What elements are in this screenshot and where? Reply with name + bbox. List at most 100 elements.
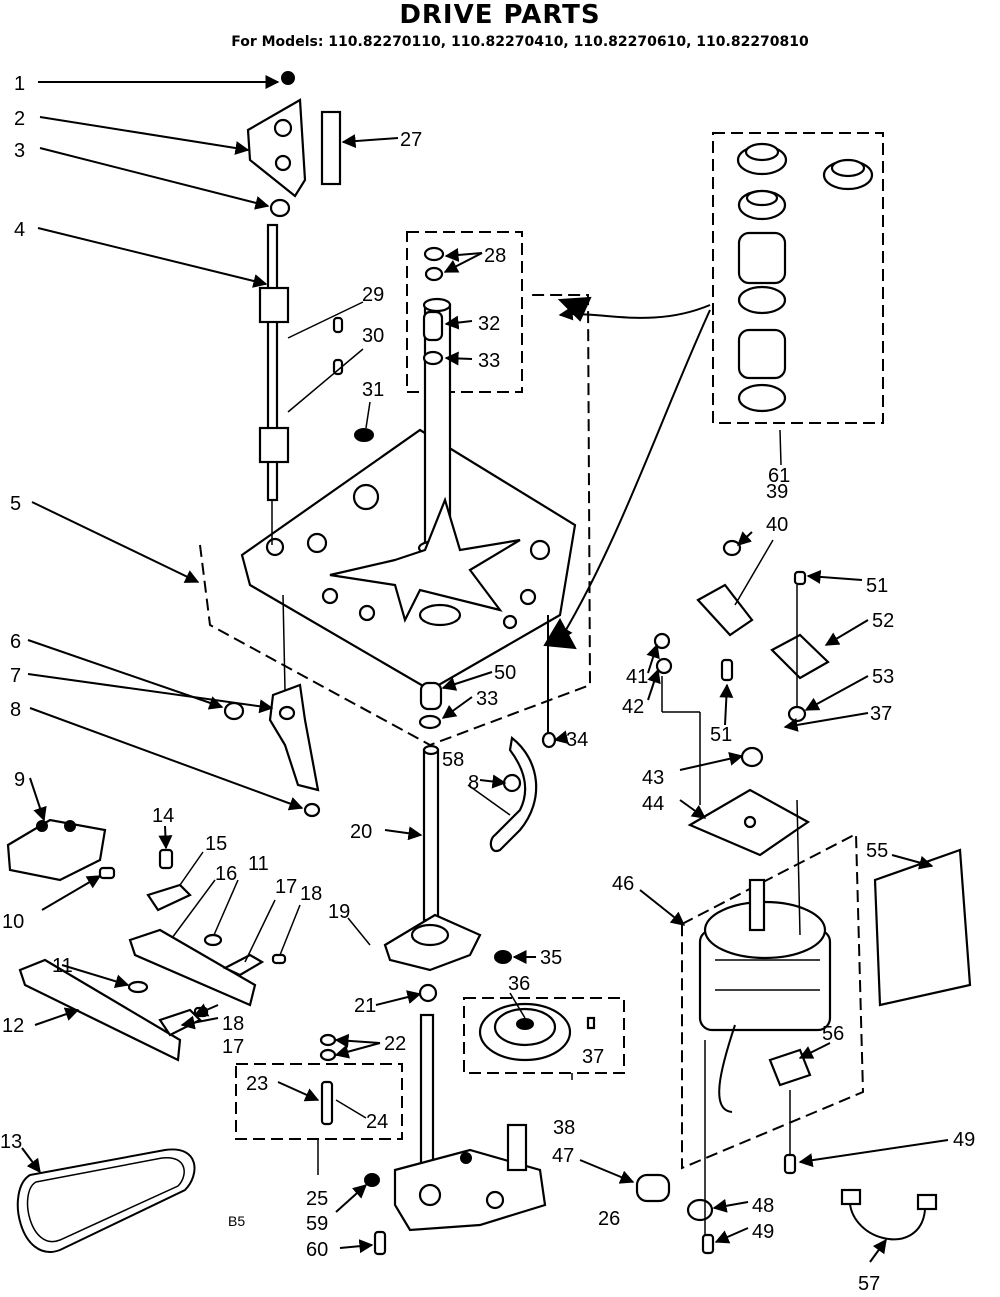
diagram-title: DRIVE PARTS bbox=[399, 0, 601, 30]
motor-mount-hardware bbox=[653, 539, 830, 857]
callout-18b: 18 bbox=[222, 1013, 244, 1035]
model-list: For Models: 110.82270110, 110.82270410, … bbox=[231, 34, 809, 50]
callout-50: 50 bbox=[494, 662, 516, 684]
callout-33: 33 bbox=[478, 350, 500, 372]
agitator-shaft bbox=[383, 744, 482, 1167]
callout-5: 5 bbox=[10, 493, 21, 515]
wire-harness-57 bbox=[848, 1194, 926, 1241]
callout-21: 21 bbox=[354, 995, 376, 1017]
callout-39: 39 bbox=[766, 481, 788, 503]
callout-58: 58 bbox=[442, 749, 464, 771]
callout-47: 47 bbox=[552, 1145, 574, 1167]
drive-belt bbox=[16, 1148, 196, 1253]
lid-switch-bracket bbox=[6, 818, 116, 882]
callout-49b: 49 bbox=[752, 1221, 774, 1243]
drive-pulley bbox=[478, 1002, 596, 1062]
callout-42: 42 bbox=[622, 696, 644, 718]
callout-6: 6 bbox=[10, 631, 21, 653]
drain-hose-58 bbox=[489, 735, 538, 853]
callout-40: 40 bbox=[766, 514, 788, 536]
callout-57: 57 bbox=[858, 1273, 880, 1295]
callout-61: 61 bbox=[768, 465, 790, 487]
callout-26: 26 bbox=[598, 1208, 620, 1230]
leader-lines bbox=[21, 75, 949, 1263]
kit-pointer-lower bbox=[559, 309, 711, 642]
spring-27 bbox=[320, 110, 342, 186]
callout-41: 41 bbox=[626, 666, 648, 688]
callout-12: 12 bbox=[2, 1015, 24, 1037]
callout-11: 11 bbox=[248, 853, 269, 875]
transmission-housing bbox=[393, 1123, 547, 1232]
base-assembly-box bbox=[199, 294, 592, 747]
callout-51: 51 bbox=[866, 575, 888, 597]
callout-17: 17 bbox=[275, 876, 297, 898]
base-plate bbox=[240, 297, 577, 692]
bearing-kit bbox=[736, 142, 874, 413]
callout-43: 43 bbox=[642, 767, 664, 789]
callout-25: 25 bbox=[306, 1188, 328, 1210]
screws-29-30-31 bbox=[332, 316, 374, 442]
callout-48: 48 bbox=[752, 1195, 774, 1217]
drive-motor bbox=[698, 878, 832, 1113]
callout-37: 37 bbox=[582, 1046, 604, 1068]
callout-46: 46 bbox=[612, 873, 634, 895]
shift-rod bbox=[258, 223, 290, 502]
brake-arm bbox=[223, 683, 321, 818]
callout-38: 38 bbox=[553, 1117, 575, 1139]
callout-59: 59 bbox=[306, 1213, 328, 1235]
callout-17b: 17 bbox=[222, 1036, 244, 1058]
callout-36: 36 bbox=[508, 973, 530, 995]
callout-53: 53 bbox=[872, 666, 894, 688]
callout-labels: 1 2 3 4 5 6 7 8 8 9 10 11 11 12 13 14 15… bbox=[0, 73, 975, 1295]
callout-44: 44 bbox=[642, 793, 664, 815]
callout-27: 27 bbox=[400, 129, 422, 151]
callout-55: 55 bbox=[866, 840, 888, 862]
callout-28: 28 bbox=[484, 245, 506, 267]
callout-35: 35 bbox=[540, 947, 562, 969]
callout-51b: 51 bbox=[710, 724, 732, 746]
callout-31: 31 bbox=[362, 379, 384, 401]
shift-bracket bbox=[246, 71, 307, 218]
callout-33b: 33 bbox=[476, 688, 498, 710]
callout-2: 2 bbox=[14, 108, 25, 130]
callout-9: 9 bbox=[14, 769, 25, 791]
nut-washer-stack bbox=[418, 246, 445, 730]
pin-kit-box bbox=[235, 1063, 403, 1140]
pin-parts bbox=[319, 1033, 337, 1126]
pulley-kit-box bbox=[463, 997, 625, 1074]
callout-4: 4 bbox=[14, 219, 25, 241]
callout-23: 23 bbox=[246, 1073, 268, 1095]
callout-29: 29 bbox=[362, 284, 384, 306]
callout-18: 18 bbox=[300, 883, 322, 905]
callout-56: 56 bbox=[822, 1023, 844, 1045]
callout-14: 14 bbox=[152, 805, 174, 827]
callout-20: 20 bbox=[350, 821, 372, 843]
callout-7: 7 bbox=[10, 665, 21, 687]
clip-35 bbox=[494, 950, 512, 964]
callout-22: 22 bbox=[384, 1033, 406, 1055]
callout-10: 10 bbox=[2, 911, 24, 933]
callout-1: 1 bbox=[14, 73, 25, 95]
motor-shield-55 bbox=[873, 848, 972, 1007]
callout-19: 19 bbox=[328, 901, 350, 923]
callout-8: 8 bbox=[10, 699, 21, 721]
bearing-kit-box bbox=[712, 132, 884, 424]
callout-8b: 8 bbox=[468, 772, 479, 794]
callout-16: 16 bbox=[215, 863, 237, 885]
callout-60: 60 bbox=[306, 1239, 328, 1261]
diagram-code: B5 bbox=[228, 1213, 245, 1229]
brake-bracket-16 bbox=[128, 848, 287, 1007]
callout-13: 13 bbox=[0, 1131, 22, 1153]
callout-32: 32 bbox=[478, 313, 500, 335]
callout-34: 34 bbox=[566, 729, 588, 751]
callout-30: 30 bbox=[362, 325, 384, 347]
callout-37b: 37 bbox=[870, 703, 892, 725]
callout-52: 52 bbox=[872, 610, 894, 632]
motor-bottom-hardware bbox=[364, 1153, 797, 1256]
callout-24: 24 bbox=[366, 1111, 388, 1133]
callout-3: 3 bbox=[14, 140, 25, 162]
callout-15: 15 bbox=[205, 833, 227, 855]
nut-8b bbox=[502, 773, 522, 793]
